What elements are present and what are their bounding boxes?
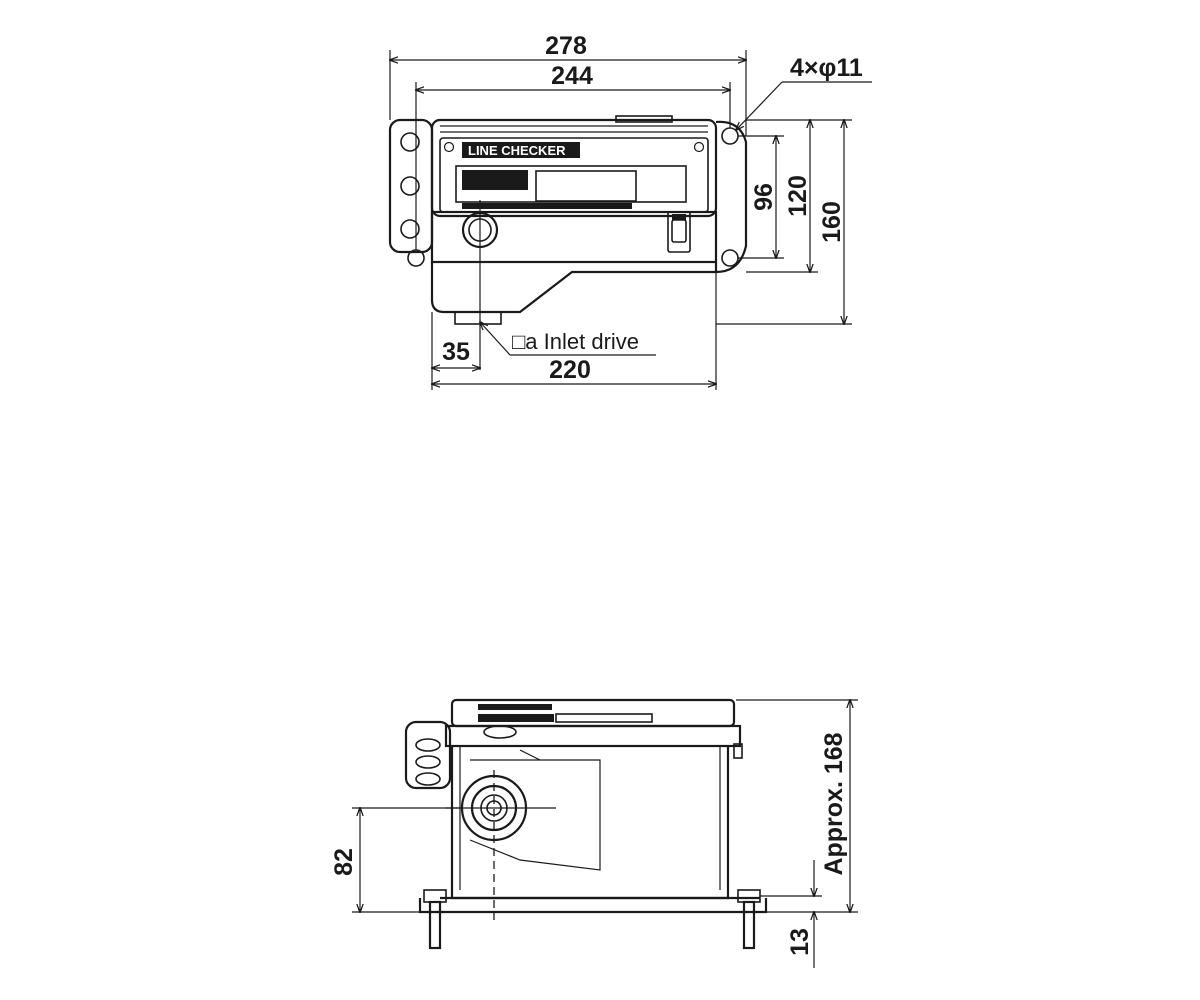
dim-35: 35 [432,312,480,390]
side-bracket-left [404,720,452,790]
dim-96: 96 [738,136,784,258]
svg-text:278: 278 [545,32,587,60]
dim-approx-168: Approx. 168 [736,700,858,912]
svg-text:35: 35 [442,338,470,366]
hole-callout: 4×φ11 [736,54,872,130]
dim-160: 160 [716,120,852,324]
mounting-bracket-left [388,118,434,254]
inlet-note: □a Inlet drive [480,322,656,356]
housing-upper [430,115,718,218]
top-view: LINE CHECKER [388,32,872,390]
side-body [418,724,768,914]
svg-text:82: 82 [330,848,358,876]
side-inlet-shaft [446,770,556,920]
front-panel: LINE CHECKER [439,137,709,213]
nameplate-label: LINE CHECKER [468,143,566,158]
dim-244: 244 [416,62,730,250]
side-cover [450,698,736,739]
svg-text:220: 220 [549,356,591,384]
svg-text:244: 244 [551,62,593,90]
dim-278: 278 [390,32,746,136]
dim-120: 120 [746,120,818,272]
svg-text:□a Inlet drive: □a Inlet drive [512,329,639,354]
housing-lower [430,210,718,325]
svg-text:160: 160 [818,201,846,243]
svg-text:4×φ11: 4×φ11 [790,54,863,82]
svg-text:96: 96 [750,183,778,211]
dim-220: 220 [432,272,716,390]
svg-text:Approx. 168: Approx. 168 [820,732,848,875]
selector-switch [667,211,691,253]
dim-13: 13 [760,860,822,968]
dim-82: 82 [330,808,462,912]
side-view: 82 Approx. 168 13 [330,698,858,968]
svg-text:13: 13 [786,928,814,956]
svg-text:120: 120 [784,175,812,217]
